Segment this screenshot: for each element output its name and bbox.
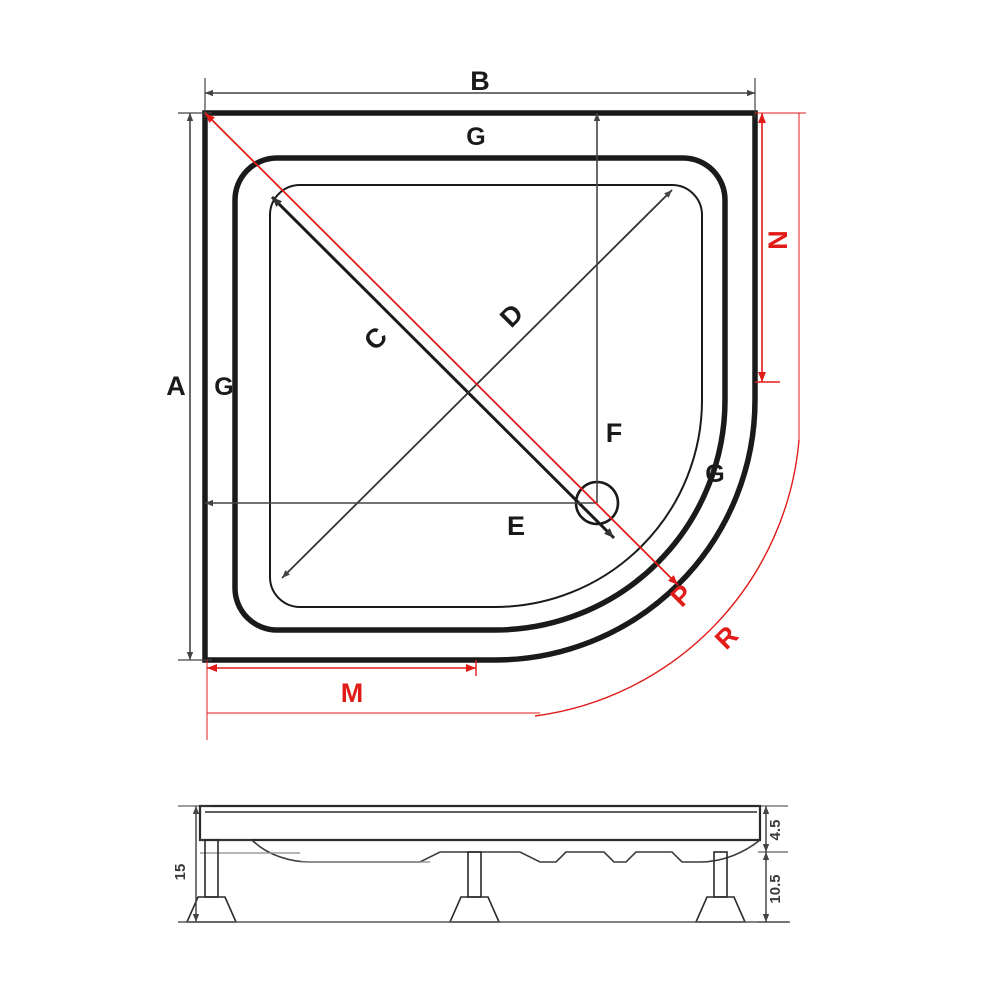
dimension-g-left-label: G <box>214 373 233 401</box>
dimension-m-label: M <box>341 678 364 708</box>
dimension-r: R <box>534 439 800 717</box>
dimension-f-label: F <box>606 418 623 448</box>
dimension-e: E <box>205 499 597 541</box>
section-dimension-lip: 4.5 <box>758 805 788 853</box>
dimension-b-label: B <box>470 66 490 96</box>
dimension-f: F <box>593 113 623 503</box>
dimension-p-label: P <box>665 579 699 613</box>
dimension-c-label: C <box>358 321 393 356</box>
section-lip-label: 4.5 <box>767 820 784 841</box>
dimension-g-curve-label: G <box>705 460 724 488</box>
section-leg-center <box>448 851 501 923</box>
section-dimension-height: 15 <box>172 805 210 922</box>
dimension-e-label: E <box>507 511 525 541</box>
dimension-c: C <box>270 195 616 540</box>
section-leg-label: 10.5 <box>767 874 784 903</box>
section-dimension-leg: 10.5 <box>758 852 788 923</box>
dimension-g-top-label: G <box>466 123 485 151</box>
plan-view: B A G G G C D <box>166 66 806 740</box>
tray-outer-outline <box>202 110 758 663</box>
radius-arc <box>534 439 800 717</box>
section-height-label: 15 <box>172 864 189 881</box>
dimension-m: M <box>206 660 540 740</box>
dimension-d-label: D <box>494 298 529 333</box>
dimension-a: A <box>166 112 212 661</box>
dimension-p: P <box>204 112 699 613</box>
dimension-a-label: A <box>166 371 186 401</box>
dimension-n: N <box>755 112 806 440</box>
dimension-b: B <box>204 66 756 118</box>
dimension-n-label: N <box>763 230 793 250</box>
section-underside-profile <box>200 839 761 863</box>
section-slab-top <box>198 804 762 842</box>
section-leg-left <box>185 839 238 923</box>
section-view: 15 4.5 10.5 <box>172 804 790 923</box>
